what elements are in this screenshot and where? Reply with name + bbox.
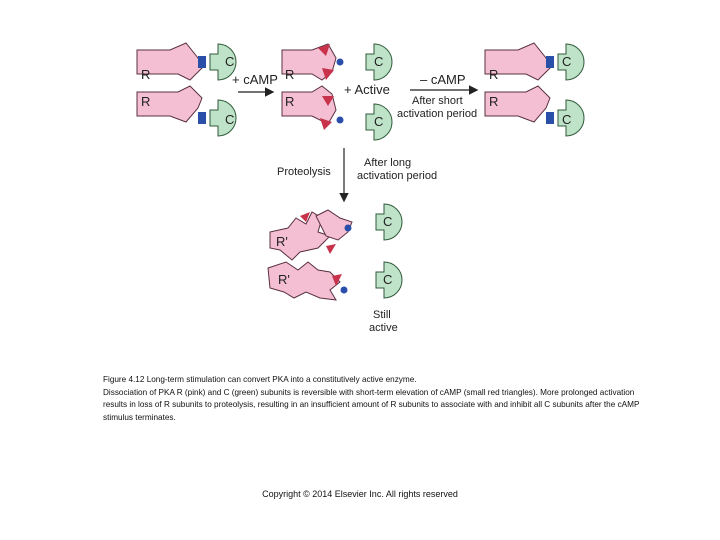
camp-molecule-4 [320,118,332,130]
camp-molecule-2 [322,68,334,80]
catalytic-subunit-top [209,43,237,81]
camp-molecule-1 [318,44,330,56]
label-c-2: C [225,112,234,127]
caption-title: Figure 4.12 Long-term stimulation can co… [103,375,417,384]
label-after-short-1: After short [412,95,463,107]
label-active: active [369,322,398,334]
pka-activation-diagram: R R C C + cAMP R R C C + Active – cAMP A… [136,42,585,334]
still-active-catalytic-subunits: C C [375,203,403,299]
holoenzyme-left: R R C C [136,42,237,137]
regulatory-subunit-bottom [136,85,203,123]
label-c-6: C [562,112,571,127]
label-after-long-2: activation period [357,170,437,182]
label-c-4: C [374,114,383,129]
label-r-5: R [489,67,498,82]
figure-caption: Figure 4.12 Long-term stimulation can co… [103,374,643,424]
caption-body: Dissociation of PKA R (pink) and C (gree… [103,387,640,422]
label-c-5: C [562,54,571,69]
label-r-1: R [141,67,150,82]
label-c-1: C [225,54,234,69]
catalytic-subunit-bottom [209,99,237,137]
label-r-3: R [285,67,294,82]
label-minus-camp: – cAMP [420,72,466,87]
label-r-prime-2: R' [278,272,290,287]
regulatory-dimer-camp-bound: R R [281,43,344,130]
label-after-short-2: activation period [397,108,477,120]
label-c-3: C [374,54,383,69]
holoenzyme-right: R R C C [484,42,585,137]
label-after-long-1: After long [364,157,411,169]
camp-molecule-3 [322,96,334,106]
label-r-prime-1: R' [276,234,288,249]
label-still: Still [373,309,391,321]
label-r-2: R [141,94,150,109]
label-r-4: R [285,94,294,109]
label-c-8: C [383,272,392,287]
label-proteolysis: Proteolysis [277,166,331,178]
copyright-notice: Copyright © 2014 Elsevier Inc. All right… [262,489,458,499]
pseudosubstrate-bottom [198,112,206,124]
proteolysed-regulatory-subunits: R' R' [267,209,353,301]
label-plus-active: + Active [344,82,390,97]
free-catalytic-subunits-middle: C C [365,43,393,141]
label-plus-camp: + cAMP [232,72,278,87]
label-r-6: R [489,94,498,109]
label-c-7: C [383,214,392,229]
pseudosubstrate-top [198,56,206,68]
